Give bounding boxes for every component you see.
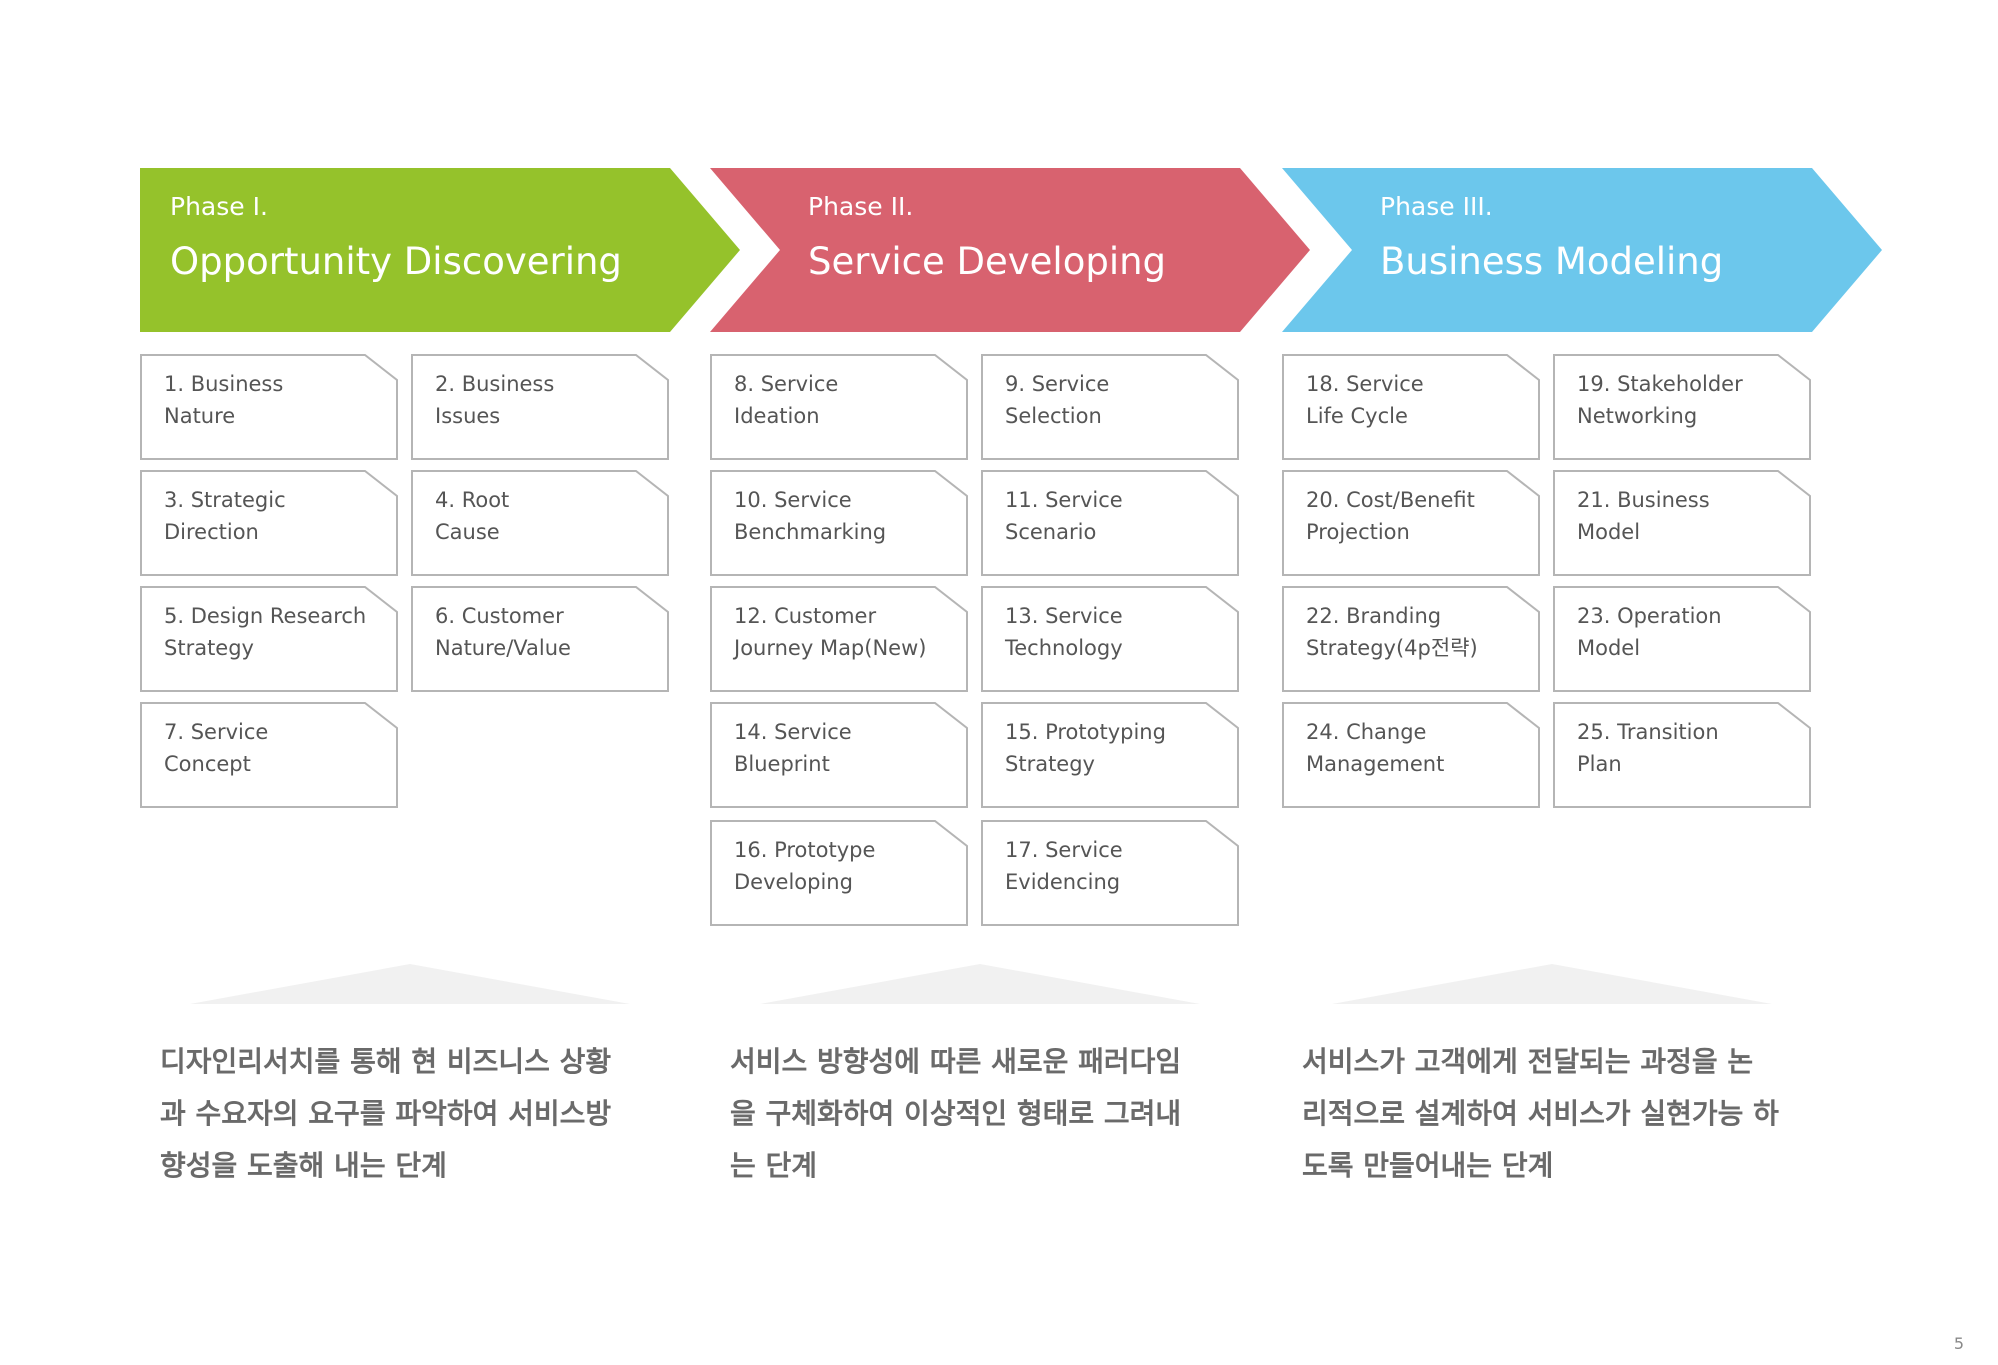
step-label: 21. Business Model — [1577, 488, 1710, 544]
pyramid-divider — [190, 964, 630, 1008]
phase-title: Business Modeling — [1380, 240, 1724, 283]
phase-banner-1: Phase I. Opportunity Discovering — [140, 168, 742, 332]
step-label: 12. Customer Journey Map(New) — [734, 604, 927, 660]
page-number: 5 — [1953, 1334, 1964, 1353]
step-label: 20. Cost/Benefit Projection — [1306, 488, 1475, 544]
step-label: 8. Service Ideation — [734, 372, 839, 428]
phase-description: 서비스가 고객에게 전달되는 과정을 논 리적으로 설계하여 서비스가 실현가능… — [1302, 1045, 1779, 1182]
step-card: 13. Service Technology — [981, 586, 1240, 692]
step-label: 9. Service Selection — [1005, 372, 1110, 428]
step-label: 16. Prototype Developing — [734, 838, 876, 894]
phase-label: Phase II. — [808, 192, 914, 221]
phase-label: Phase III. — [1380, 192, 1493, 221]
step-card: 14. Service Blueprint — [710, 702, 969, 808]
step-label: 13. Service Technology — [1005, 604, 1123, 660]
step-card: 19. Stakeholder Networking — [1553, 354, 1812, 460]
step-card: 15. Prototyping Strategy — [981, 702, 1240, 808]
phase-title: Service Developing — [808, 240, 1167, 283]
phase-title: Opportunity Discovering — [170, 240, 622, 283]
step-label: 23. Operation Model — [1577, 604, 1722, 660]
phase-description: 서비스 방향성에 따른 새로운 패러다임 을 구체화하여 이상적인 형태로 그려… — [730, 1045, 1182, 1182]
step-card: 5. Design Research Strategy — [140, 586, 399, 692]
step-card: 20. Cost/Benefit Projection — [1282, 470, 1541, 576]
step-card: 17. Service Evidencing — [981, 820, 1240, 926]
step-label: 18. Service Life Cycle — [1306, 372, 1424, 428]
step-label: 17. Service Evidencing — [1005, 838, 1123, 894]
step-card: 9. Service Selection — [981, 354, 1240, 460]
pyramid-divider — [1332, 964, 1772, 1008]
step-card: 10. Service Benchmarking — [710, 470, 969, 576]
step-label: 24. Change Management — [1306, 720, 1445, 776]
step-card: 2. Business Issues — [411, 354, 670, 460]
step-card: 23. Operation Model — [1553, 586, 1812, 692]
phase-arrow-shape — [1282, 168, 1882, 332]
phase-arrow-shape — [710, 168, 1310, 332]
phase-label: Phase I. — [170, 192, 268, 221]
step-label: 7. Service Concept — [164, 720, 269, 776]
step-label: 2. Business Issues — [435, 372, 555, 428]
step-card: 3. Strategic Direction — [140, 470, 399, 576]
step-label: 6. Customer Nature/Value — [435, 604, 571, 660]
step-label: 10. Service Benchmarking — [734, 488, 887, 544]
step-card: 12. Customer Journey Map(New) — [710, 586, 969, 692]
step-card: 25. Transition Plan — [1553, 702, 1812, 808]
phase-arrow-shape — [140, 168, 740, 332]
step-card: 6. Customer Nature/Value — [411, 586, 670, 692]
step-label: 11. Service Scenario — [1005, 488, 1123, 544]
step-label: 22. Branding Strategy(4p전략) — [1306, 604, 1478, 660]
step-card: 22. Branding Strategy(4p전략) — [1282, 586, 1541, 692]
phase-description: 디자인리서치를 통해 현 비즈니스 상황 과 수요자의 요구를 파악하여 서비스… — [160, 1045, 612, 1182]
step-label: 14. Service Blueprint — [734, 720, 852, 776]
step-card: 11. Service Scenario — [981, 470, 1240, 576]
step-card: 18. Service Life Cycle — [1282, 354, 1541, 460]
step-card: 8. Service Ideation — [710, 354, 969, 460]
step-label: 19. Stakeholder Networking — [1577, 372, 1743, 428]
step-card: 21. Business Model — [1553, 470, 1812, 576]
step-card: 4. Root Cause — [411, 470, 670, 576]
step-label: 3. Strategic Direction — [164, 488, 286, 544]
step-label: 25. Transition Plan — [1577, 720, 1719, 776]
step-label: 1. Business Nature — [164, 372, 284, 428]
step-card: 24. Change Management — [1282, 702, 1541, 808]
phase-banner-3: Phase III. Business Modeling — [1282, 168, 1884, 332]
phase-banner-2: Phase II. Service Developing — [710, 168, 1312, 332]
step-label: 15. Prototyping Strategy — [1005, 720, 1166, 776]
step-card: 7. Service Concept — [140, 702, 399, 808]
step-card: 1. Business Nature — [140, 354, 399, 460]
step-card: 16. Prototype Developing — [710, 820, 969, 926]
pyramid-divider — [760, 964, 1200, 1008]
step-label: 5. Design Research Strategy — [164, 604, 367, 660]
step-label: 4. Root Cause — [435, 488, 510, 544]
